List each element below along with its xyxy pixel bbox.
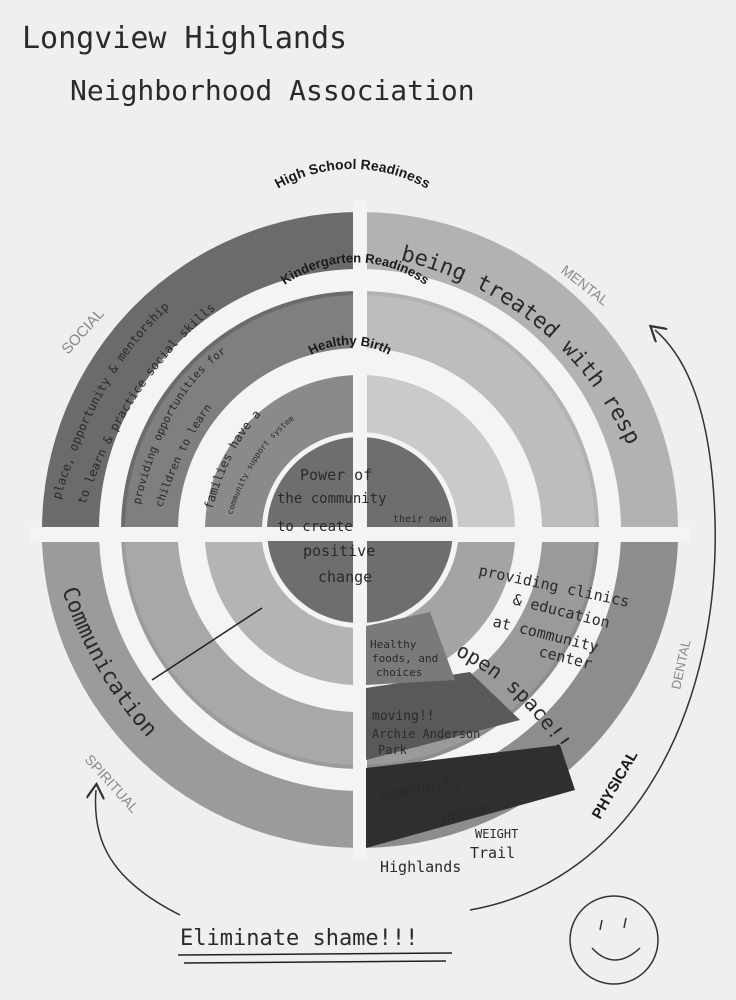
left-arrow [95, 790, 181, 916]
middle-ring-social [125, 295, 360, 530]
middle-ring-mental [360, 295, 595, 530]
underline-2 [183, 960, 447, 964]
center-line-1: Power of [300, 466, 372, 484]
inner-ring-mental [360, 375, 515, 530]
center-insert: their own [393, 514, 447, 525]
garden-segment [366, 745, 575, 848]
communication-pointer-line [151, 607, 263, 681]
note-moving-1: moving!! [372, 709, 435, 724]
note-eliminate: Eliminate shame!!! [180, 926, 418, 951]
weight-label: WEIGHT [475, 827, 518, 841]
moving-segment [366, 672, 520, 760]
ring-diagram [30, 200, 690, 860]
middle-ring-spiritual [125, 542, 360, 766]
underline-1 [177, 952, 453, 956]
title-line-2: Neighborhood Association [70, 74, 475, 107]
right-arrow [469, 330, 716, 911]
center-line-2: the community [277, 491, 387, 507]
inner-ring-spiritual [205, 542, 360, 686]
note-highlands: Highlands [380, 858, 461, 876]
center-line-5: change [318, 568, 372, 586]
note-moving-2: Archie Anderson [372, 727, 480, 741]
foods-segment [366, 612, 455, 685]
note-moving-3: Park [378, 743, 408, 757]
title-line-1: Longview Highlands [22, 21, 347, 56]
note-trail: Trail [470, 844, 515, 862]
center-text: Power of the community to create their o… [277, 466, 447, 586]
center-line-3: to create [277, 519, 353, 535]
horizontal-divider [30, 527, 690, 541]
note-foods-3: choices [376, 666, 422, 679]
note-foods: Healthy foods, and choices [370, 638, 438, 679]
note-foods-2: foods, and [372, 652, 438, 665]
inner-ring-social [205, 375, 360, 530]
center-line-4: positive [303, 542, 375, 560]
note-foods-1: Healthy [370, 638, 417, 651]
smiley-face-icon [569, 895, 659, 985]
note-moving: moving!! Archie Anderson Park [372, 709, 480, 757]
